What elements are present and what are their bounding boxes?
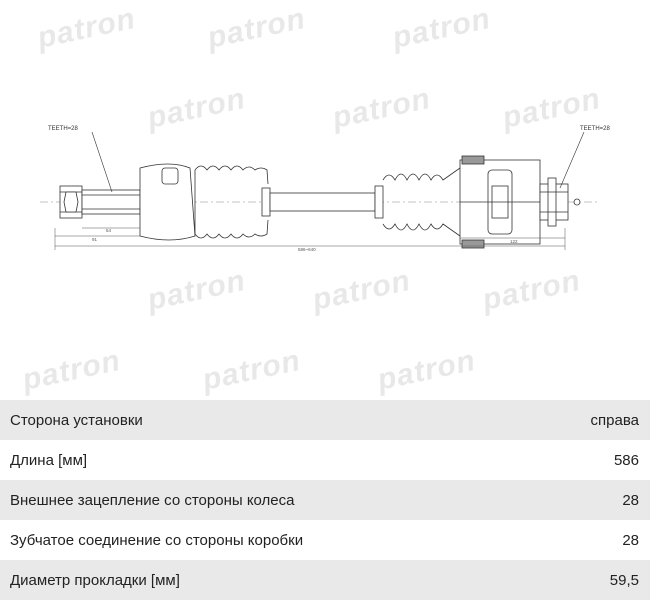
spec-value: справа xyxy=(590,411,639,429)
drive-shaft-drawing: patron patron patron patron patron patro… xyxy=(19,2,611,397)
main-shaft xyxy=(269,192,376,212)
spec-label: Диаметр прокладки [мм] xyxy=(10,571,180,589)
left-shaft-dimension: 54 xyxy=(106,228,112,233)
spec-row: Внешнее зацепление со стороны колеса 28 xyxy=(0,480,650,520)
watermark: patron xyxy=(309,264,414,317)
spec-value: 28 xyxy=(622,531,639,549)
spec-label: Зубчатое соединение со стороны коробки xyxy=(10,531,304,549)
watermark: patron xyxy=(374,344,479,397)
gearbox-side-joint xyxy=(374,155,581,249)
left-teeth-label: TEETH=28 xyxy=(48,126,79,132)
dimension-lines xyxy=(54,227,566,250)
left-teeth-leader xyxy=(91,131,113,193)
watermark: patron xyxy=(34,2,139,55)
spec-value: 59,5 xyxy=(609,571,639,589)
spec-label: Сторона установки xyxy=(10,411,143,429)
spec-value: 28 xyxy=(622,491,639,509)
watermark: patron xyxy=(144,264,249,317)
watermark: patron xyxy=(479,264,584,317)
watermark: patron xyxy=(199,344,304,397)
spec-row: Сторона установки справа xyxy=(0,400,650,440)
spec-label: Длина [мм] xyxy=(10,451,88,469)
watermark: patron xyxy=(19,344,124,397)
right-teeth-label: TEETH=28 xyxy=(580,126,611,132)
left-stub-dimension: 91 xyxy=(92,237,98,242)
spec-value: 586 xyxy=(613,451,639,469)
right-section-dimension: 122 xyxy=(510,239,518,244)
right-teeth-leader xyxy=(559,131,585,189)
spec-row: Диаметр прокладки [мм] 59,5 xyxy=(0,560,650,600)
specifications-table: Сторона установки справа Длина [мм] 586 … xyxy=(0,400,650,600)
spec-label: Внешнее зацепление со стороны колеса xyxy=(10,491,295,509)
overall-length-dimension: 586~640 xyxy=(298,247,316,252)
watermark: patron xyxy=(144,82,249,135)
spec-row: Зубчатое соединение со стороны коробки 2… xyxy=(0,520,650,560)
watermark: patron xyxy=(329,82,434,135)
watermark: patron xyxy=(204,2,309,55)
watermark: patron xyxy=(389,2,494,55)
spec-row: Длина [мм] 586 xyxy=(0,440,650,480)
wheel-side-joint xyxy=(59,163,271,241)
